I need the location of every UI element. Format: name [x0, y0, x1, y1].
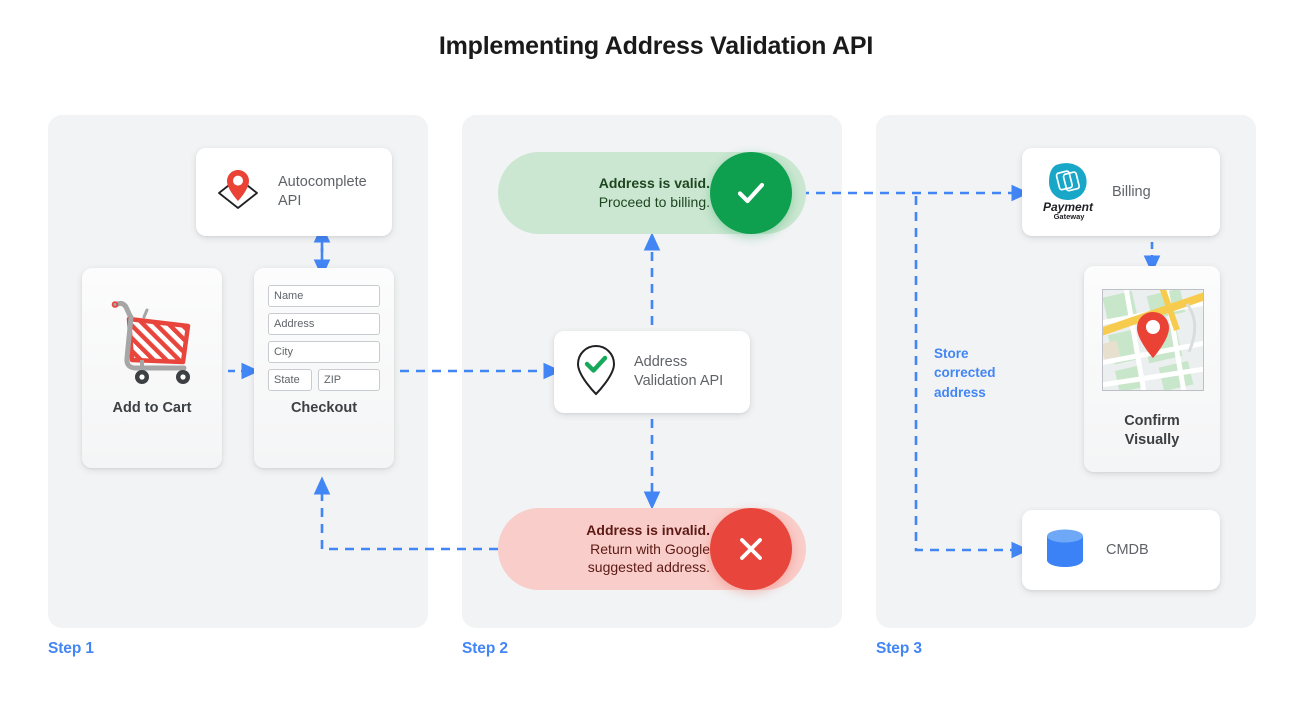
- autocomplete-api-label: Autocomplete API: [278, 173, 367, 209]
- map-thumbnail-icon: [1102, 289, 1204, 391]
- pin-check-icon: [572, 342, 620, 403]
- billing-card[interactable]: Payment Gateway Billing: [1022, 148, 1220, 236]
- billing-label: Billing: [1112, 184, 1151, 200]
- shopping-cart-icon: [100, 284, 204, 393]
- confirm-visually-card[interactable]: Confirm Visually: [1084, 266, 1220, 472]
- payment-gateway-icon: Payment Gateway: [1036, 159, 1100, 226]
- svg-text:Gateway: Gateway: [1054, 212, 1086, 221]
- checkout-form: Name Address City State ZIP: [268, 285, 380, 391]
- name-field[interactable]: Name: [268, 285, 380, 307]
- address-validation-api-card[interactable]: Address Validation API: [554, 331, 750, 413]
- database-cylinder-icon: [1040, 523, 1090, 578]
- checkout-card[interactable]: Name Address City State ZIP Checkout: [254, 268, 394, 468]
- cmdb-label: CMDB: [1106, 542, 1149, 558]
- step-3-label: Step 3: [876, 640, 922, 657]
- zip-field[interactable]: ZIP: [318, 369, 380, 391]
- checkout-caption: Checkout: [290, 400, 358, 416]
- address-validation-api-label: Address Validation API: [634, 353, 724, 389]
- cmdb-card[interactable]: CMDB: [1022, 510, 1220, 590]
- store-corrected-address-note: Store corrected address: [934, 346, 996, 400]
- step-2-label: Step 2: [462, 640, 508, 657]
- svg-text:Payment: Payment: [1043, 200, 1094, 214]
- invalid-status-badge: [710, 508, 792, 590]
- add-to-cart-caption: Add to Cart: [112, 400, 192, 416]
- step-1-label: Step 1: [48, 640, 94, 657]
- address-invalid-text: Address is invalid. Return with Google s…: [586, 522, 710, 576]
- autocomplete-api-card[interactable]: Autocomplete API: [196, 148, 392, 236]
- add-to-cart-card[interactable]: Add to Cart: [82, 268, 222, 468]
- map-pin-diamond-icon: [210, 162, 266, 223]
- confirm-visually-caption: Confirm Visually: [1124, 413, 1180, 449]
- check-icon: [737, 182, 765, 204]
- close-icon: [740, 538, 762, 560]
- state-field[interactable]: State: [268, 369, 312, 391]
- page-title: Implementing Address Validation API: [438, 32, 874, 60]
- valid-status-badge: [710, 152, 792, 234]
- address-field[interactable]: Address: [268, 313, 380, 335]
- city-field[interactable]: City: [268, 341, 380, 363]
- address-valid-text: Address is valid. Proceed to billing.: [598, 175, 710, 210]
